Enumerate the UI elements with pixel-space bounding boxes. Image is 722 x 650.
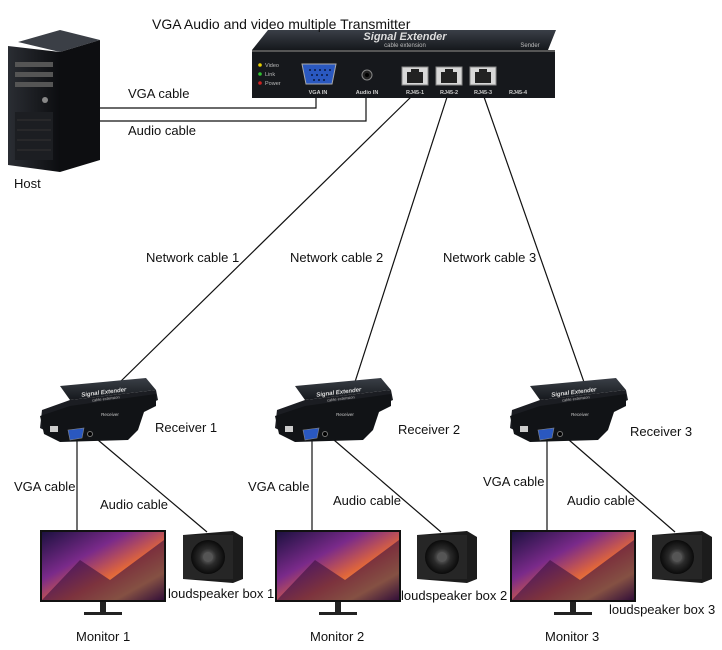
vga-in-port-icon [301, 63, 337, 85]
network-cable-2-label: Network cable 2 [290, 250, 384, 265]
receiver-3-label: Receiver 3 [630, 424, 693, 439]
svg-text:cable extension: cable extension [327, 394, 355, 402]
rj45-port-2-icon [435, 66, 463, 86]
receiver-1-vga-cable-label: VGA cable [14, 479, 76, 494]
receiver-3-audio-line [568, 439, 676, 533]
monitor-2-label: Monitor 2 [310, 629, 365, 644]
led-link-label: Link [265, 72, 275, 78]
monitor-2-icon [275, 530, 401, 615]
port-rj45-1-label: RJ45-1 [406, 90, 424, 96]
svg-text:Signal Extender: Signal Extender [551, 387, 597, 399]
network-cable-3-label: Network cable 3 [443, 250, 537, 265]
network-cable-1-line [116, 93, 415, 386]
host-vga-cable [100, 96, 317, 109]
network-cable-3-line [482, 93, 586, 386]
svg-text:Receiver: Receiver [336, 412, 354, 417]
speaker-1-icon [183, 531, 243, 583]
monitor-3-label: Monitor 3 [545, 629, 600, 644]
svg-text:Signal Extender: Signal Extender [316, 387, 362, 399]
host-vga-cable-label: VGA cable [128, 86, 190, 101]
led-video-label: Video [265, 63, 279, 69]
svg-text:cable extension: cable extension [562, 394, 590, 402]
svg-text:cable extension: cable extension [92, 394, 120, 402]
network-cable-2-line [353, 93, 449, 386]
diagram-title: VGA Audio and video multiple Transmitter [152, 16, 411, 32]
host-audio-cable-label: Audio cable [128, 123, 196, 138]
speaker-1-label: loudspeaker box 1 [168, 586, 275, 601]
rj45-port-1-icon [401, 66, 429, 86]
receiver-3-vga-cable-label: VGA cable [483, 474, 545, 489]
port-rj45-2-label: RJ45-2 [440, 90, 458, 96]
transmitter-tag: Sender [520, 43, 539, 49]
port-rj45-3-label: RJ45-3 [474, 90, 492, 96]
rj45-port-3-icon [469, 66, 497, 86]
receiver-2-audio-cable-label: Audio cable [333, 493, 401, 508]
cables [76, 92, 676, 534]
monitor-1-label: Monitor 1 [76, 629, 131, 644]
speaker-2-label: loudspeaker box 2 [401, 588, 508, 603]
monitor-3-icon [510, 530, 636, 615]
port-vga-in-label: VGA IN [309, 90, 328, 96]
host-label: Host [14, 176, 41, 191]
transmitter-brand: Signal Extender [363, 31, 447, 43]
port-audio-in-label: Audio IN [356, 90, 379, 96]
svg-text:Receiver: Receiver [101, 412, 119, 417]
receiver-1-audio-line [97, 439, 208, 533]
monitor-1-icon [40, 530, 166, 615]
transmitter-device: Signal Extender cable extension Sender V… [252, 30, 556, 98]
host-pc [8, 30, 100, 172]
speaker-2-icon [417, 531, 477, 583]
speaker-3-label: loudspeaker box 3 [609, 602, 716, 617]
speaker-3-icon [652, 531, 712, 583]
host-audio-cable [100, 92, 367, 122]
receiver-3-audio-cable-label: Audio cable [567, 493, 635, 508]
receiver-device-2: Signal Extender cable extension Receiver [275, 378, 393, 442]
port-rj45-4-label: RJ45-4 [509, 90, 528, 96]
receiver-device-1: Signal Extender cable extension Receiver [40, 378, 158, 442]
transmitter-sub: cable extension [384, 43, 426, 49]
network-cable-1-label: Network cable 1 [146, 250, 240, 265]
receiver-2-label: Receiver 2 [398, 422, 461, 437]
receiver-2-audio-line [333, 439, 442, 533]
svg-text:Receiver: Receiver [571, 412, 589, 417]
receiver-1-label: Receiver 1 [155, 420, 218, 435]
led-power-label: Power [265, 81, 281, 87]
receiver-2-vga-cable-label: VGA cable [248, 479, 310, 494]
svg-text:Signal Extender: Signal Extender [81, 387, 127, 399]
receiver-device-3: Signal Extender cable extension Receiver [510, 378, 628, 442]
receiver-1-audio-cable-label: Audio cable [100, 497, 168, 512]
